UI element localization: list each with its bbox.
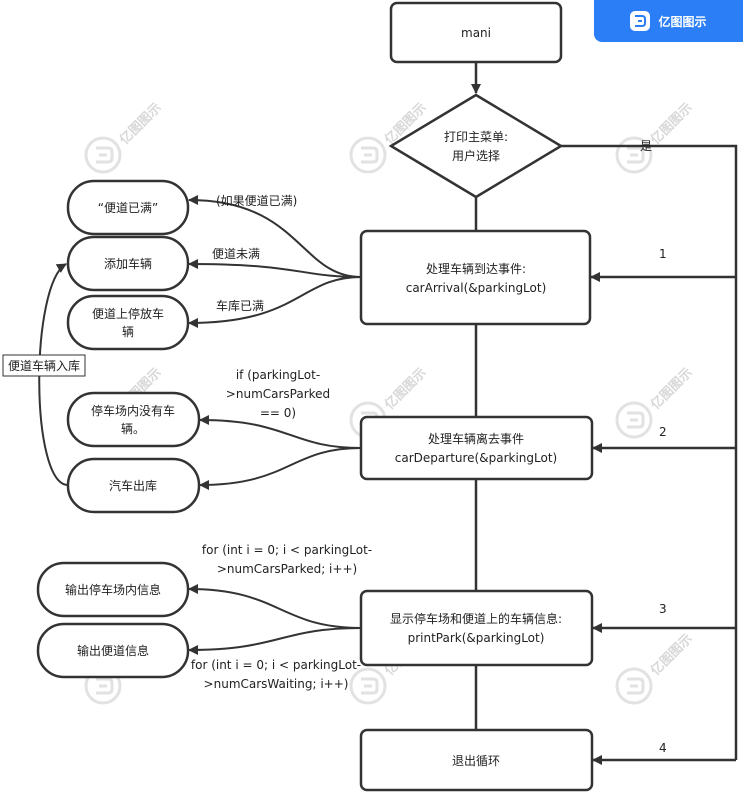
node-print-lot[interactable]: 输出停车场内信息 bbox=[36, 561, 190, 618]
edge-label-if-empty-3: == 0) bbox=[260, 406, 296, 420]
watermark-text: 亿图图示 bbox=[648, 631, 696, 679]
edge-to-park-side bbox=[188, 276, 362, 328]
node-main[interactable]: mani bbox=[389, 1, 563, 64]
node-add-vehicle[interactable]: 添加车辆 bbox=[66, 235, 190, 292]
watermark-logo-icon bbox=[84, 136, 122, 174]
watermark-logo-icon bbox=[349, 667, 387, 705]
edge-label-loop-waiting-1: for (int i = 0; i < parkingLot- bbox=[191, 658, 361, 672]
edge-label-side-to-lot-box bbox=[2, 354, 86, 377]
node-arrival-label-2: carArrival(&parkingLot) bbox=[406, 281, 547, 295]
watermark-logo-icon bbox=[615, 401, 653, 439]
node-display-label-2: printPark(&parkingLot) bbox=[408, 631, 545, 645]
edge-label-4: 4 bbox=[659, 741, 667, 755]
node-park-side[interactable]: 便道上停放车 辆 bbox=[66, 294, 190, 351]
brand-name: 亿图图示 bbox=[658, 14, 707, 29]
node-no-vehicle-label-1: 停车场内没有车 bbox=[91, 403, 175, 418]
watermark-text: 亿图图示 bbox=[648, 100, 696, 148]
edraw-logo-icon bbox=[630, 11, 651, 31]
node-side-full-label: “便道已满” bbox=[98, 201, 158, 215]
node-departure[interactable]: 处理车辆离去事件 carDeparture(&parkingLot) bbox=[359, 415, 594, 481]
edge-to-car-out bbox=[199, 447, 362, 490]
edge-to-no-vehicle bbox=[199, 415, 362, 449]
node-park-side-label-1: 便道上停放车 bbox=[92, 306, 164, 321]
watermark-logo-icon bbox=[615, 667, 653, 705]
node-car-out[interactable]: 汽车出库 bbox=[66, 457, 201, 514]
edge-label-1: 1 bbox=[659, 247, 667, 261]
node-no-vehicle[interactable]: 停车场内没有车 辆。 bbox=[66, 391, 201, 448]
edge-to-print-side bbox=[188, 627, 362, 655]
node-departure-label-1: 处理车辆离去事件 bbox=[428, 431, 524, 446]
edge-label-2: 2 bbox=[659, 425, 667, 439]
brand-badge[interactable]: 亿图图示 bbox=[594, 0, 743, 42]
node-display[interactable]: 显示停车场和便道上的车辆信息: printPark(&parkingLot) bbox=[359, 589, 594, 667]
node-exit[interactable]: 退出循环 bbox=[359, 728, 594, 792]
edge-label-if-side-full: (如果便道已满) bbox=[216, 193, 297, 208]
edge-label-loop-waiting-2: >numCarsWaiting; i++) bbox=[204, 677, 349, 691]
node-add-vehicle-label: 添加车辆 bbox=[104, 256, 152, 271]
edge-label-lot-full: 车库已满 bbox=[216, 298, 264, 313]
edge-label-if-empty-2: >numCarsParked bbox=[226, 387, 330, 401]
node-main-label: mani bbox=[461, 26, 491, 40]
edge-label-side-to-lot: 便道车辆入库 bbox=[8, 358, 80, 373]
edge-to-add-vehicle bbox=[188, 259, 362, 278]
edge-to-side-full bbox=[188, 195, 362, 278]
node-park-side-label-2: 辆 bbox=[122, 325, 134, 339]
watermark-logo-icon bbox=[349, 136, 387, 174]
edge-label-loop-parked-1: for (int i = 0; i < parkingLot- bbox=[202, 543, 372, 557]
edge-label-yes: 是 bbox=[640, 139, 652, 153]
node-arrival[interactable]: 处理车辆到达事件: carArrival(&parkingLot) bbox=[359, 229, 592, 326]
watermark-text: 亿图图示 bbox=[117, 100, 165, 148]
node-exit-label: 退出循环 bbox=[452, 754, 500, 768]
node-menu-label-2: 用户选择 bbox=[452, 148, 500, 163]
edge-label-side-not-full: 便道未满 bbox=[212, 247, 260, 261]
node-arrival-label-1: 处理车辆到达事件: bbox=[426, 261, 526, 276]
edge-to-print-lot bbox=[188, 584, 362, 629]
watermark-text: 亿图图示 bbox=[648, 365, 696, 413]
edge-label-if-empty-1: if (parkingLot- bbox=[236, 368, 320, 382]
node-side-full[interactable]: “便道已满” bbox=[66, 179, 190, 236]
node-print-lot-label: 输出停车场内信息 bbox=[65, 582, 161, 597]
watermark-text: 亿图图示 bbox=[382, 365, 430, 413]
node-print-side-label: 输出便道信息 bbox=[77, 643, 149, 658]
edge-label-3: 3 bbox=[659, 602, 667, 616]
edge-car-out-to-add-vehicle bbox=[38, 263, 69, 486]
node-menu-label-1: 打印主菜单: bbox=[444, 130, 508, 144]
node-no-vehicle-label-2: 辆。 bbox=[121, 422, 145, 436]
edge-yes-loop bbox=[560, 144, 738, 760]
node-departure-label-2: carDeparture(&parkingLot) bbox=[395, 451, 557, 465]
node-menu-decision[interactable]: 打印主菜单: 用户选择 bbox=[388, 93, 564, 199]
edge-label-loop-parked-2: >numCarsParked; i++) bbox=[217, 562, 357, 576]
node-print-side[interactable]: 输出便道信息 bbox=[36, 622, 190, 679]
node-car-out-label: 汽车出库 bbox=[109, 478, 157, 493]
node-display-label-1: 显示停车场和便道上的车辆信息: bbox=[390, 611, 562, 626]
